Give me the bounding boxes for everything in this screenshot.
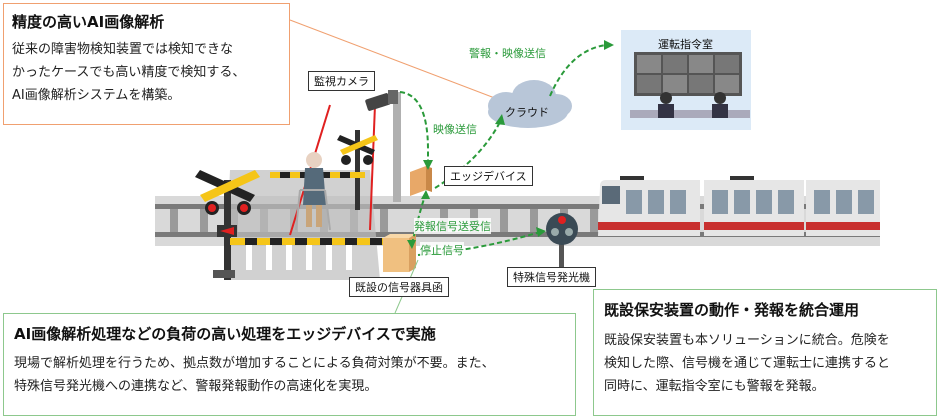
crossing-signal-near	[195, 170, 260, 280]
callout-line: 既設保安装置も本ソリューションに統合。危険を	[604, 333, 890, 348]
elderly-person-icon	[295, 152, 331, 231]
arrow-edge-to-cloud	[434, 121, 501, 189]
alert-video-send-label: 警報・映像送信	[469, 45, 546, 61]
callout-integrated-operation: 既設保安装置の動作・発報を統合運用 既設保安装置も本ソリューションに統合。危険を…	[593, 289, 937, 416]
camera-icon	[365, 90, 398, 111]
arrow-alert-signal-down-head	[407, 240, 416, 249]
train-icon	[598, 176, 880, 236]
callout-line: 特殊信号発光機への連携など、警報発報動作の高速化を実現。	[14, 379, 378, 394]
rail-top	[155, 204, 880, 209]
crossing-signal-far	[337, 130, 378, 210]
arrow-stop-signal-head	[536, 227, 546, 237]
callout-ai-analysis-body: 従来の障害物検知装置では検知できな かったケースでも高い精度で検知する、 AI画…	[12, 38, 281, 107]
road-markings	[246, 245, 352, 270]
arrow-edge-to-cloud-head	[495, 114, 505, 125]
callout-line: AI画像解析システムを構築。	[12, 88, 181, 103]
edge-device-label: エッジデバイス	[444, 166, 533, 186]
callout-line: かったケースでも高い精度で検知する、	[12, 65, 246, 80]
callout-ai-analysis: 精度の高いAI画像解析 従来の障害物検知装置では検知できな かったケースでも高い…	[3, 3, 290, 125]
arrow-cloud-to-control	[549, 44, 607, 97]
camera-label: 監視カメラ	[308, 71, 375, 91]
arrow-alert-signal-up-head	[421, 190, 430, 199]
callout-integrated-operation-body: 既設保安装置も本ソリューションに統合。危険を 検知した際、信号機を通じて運転士に…	[604, 329, 926, 398]
special-signal-label: 特殊信号発光機	[507, 267, 596, 287]
callout-line: 従来の障害物検知装置では検知できな	[12, 42, 234, 57]
callout-edge-processing-title: AI画像解析処理などの負荷の高い処理をエッジデバイスで実施	[14, 325, 436, 343]
stop-signal-label: 停止信号	[420, 242, 464, 258]
arrow-video-send-head	[423, 160, 433, 170]
callout-line: 同時に、運転指令室にも警報を発報。	[604, 379, 825, 394]
arrow-cloud-to-control-head	[604, 40, 614, 50]
detection-line-right	[369, 104, 376, 231]
arrow-video-send	[399, 91, 429, 162]
camera-pole	[393, 92, 401, 202]
callout-edge-processing-body: 現場で解析処理を行うため、拠点数が増加することによる負荷対策が不要。また、 特殊…	[14, 352, 565, 398]
leader-line-box1	[289, 19, 501, 101]
callout-line: 現場で解析処理を行うため、拠点数が増加することによる負荷対策が不要。また、	[14, 356, 495, 371]
callout-edge-processing: AI画像解析処理などの負荷の高い処理をエッジデバイスで実施 現場で解析処理を行う…	[3, 313, 576, 416]
cloud-label: クラウド	[505, 106, 549, 119]
existing-signal-box-icon	[383, 234, 416, 272]
alert-signal-send-label: 発報信号送受信	[414, 218, 491, 234]
control-room-label: 運転指令室	[658, 38, 713, 51]
existing-signal-label: 既設の信号器具函	[349, 277, 449, 297]
callout-ai-analysis-title: 精度の高いAI画像解析	[12, 13, 165, 31]
callout-line: 検知した際、信号機を通じて運転士に連携すると	[604, 356, 891, 371]
rail-bottom	[155, 232, 880, 237]
cloud-icon	[488, 80, 572, 128]
crossing-road	[225, 170, 380, 280]
control-room-icon	[621, 30, 751, 130]
edge-device-box-icon	[410, 166, 432, 196]
callout-integrated-operation-title: 既設保安装置の動作・発報を統合運用	[604, 301, 860, 319]
video-send-label: 映像送信	[433, 121, 477, 137]
barrier-arm-near	[230, 238, 390, 245]
